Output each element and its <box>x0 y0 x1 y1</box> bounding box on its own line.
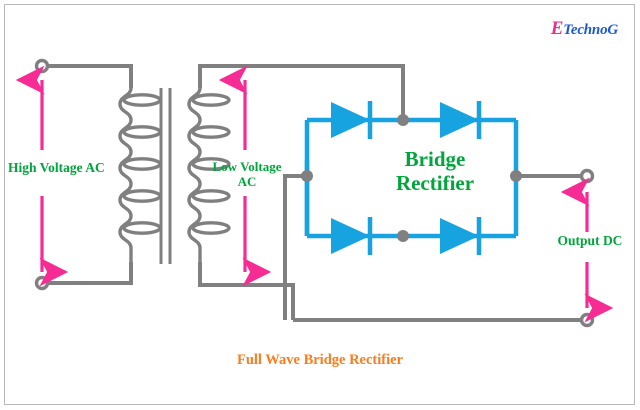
terminal-ac-input-bottom <box>34 275 50 291</box>
label-low-voltage-ac-line1: Low Voltage <box>212 159 282 174</box>
dc-output-wires <box>283 174 587 322</box>
bridge-top-node <box>397 114 409 126</box>
diode-d1 <box>331 101 373 139</box>
logo-wordmark: TechnoG <box>563 22 618 38</box>
diode-d1-anode-triangle <box>331 102 370 138</box>
voltage-arrows <box>15 65 614 323</box>
primary-circuit-wires <box>42 64 133 285</box>
label-high-voltage-ac: High Voltage AC <box>8 160 105 175</box>
terminal-dc-output-positive <box>579 168 595 184</box>
terminal-dc-output-negative <box>579 312 595 328</box>
secondary-top-wire <box>198 64 405 120</box>
transformer-primary-winding <box>118 86 162 264</box>
secondary-coil-loops <box>191 93 231 235</box>
transformer-secondary-winding <box>187 86 231 264</box>
diode-d4 <box>440 217 482 255</box>
bridge-right-node <box>510 170 522 182</box>
diode-d4-anode-triangle <box>440 218 479 254</box>
bridge-left-node <box>301 170 313 182</box>
junction-nodes <box>301 114 522 242</box>
primary-coil-path <box>118 86 133 264</box>
primary-bottom-wire <box>42 262 133 285</box>
primary-top-wire <box>42 64 133 88</box>
label-bridge-rectifier-line2: Rectifier <box>395 170 475 195</box>
diagram-caption: Full Wave Bridge Rectifier <box>236 352 404 368</box>
bridge-left-to-negative-wire <box>283 174 307 320</box>
etechnog-logo: ETechnoG <box>551 18 618 40</box>
bridge-bottom-node <box>397 230 409 242</box>
diode-d2-anode-triangle <box>440 102 479 138</box>
diode-d3 <box>331 217 373 255</box>
logo-initial-icon: E <box>550 18 564 39</box>
label-low-voltage-ac-line2: AC <box>237 173 257 189</box>
transformer-core <box>159 88 172 264</box>
diode-d2 <box>440 101 482 139</box>
secondary-coil-path <box>187 86 202 264</box>
label-bridge-rectifier-line1: Bridge <box>404 147 466 171</box>
transformer <box>118 86 231 264</box>
label-output-dc: Output DC <box>557 233 623 248</box>
diode-d3-anode-triangle <box>331 218 370 254</box>
terminal-ac-input-top <box>34 58 50 74</box>
